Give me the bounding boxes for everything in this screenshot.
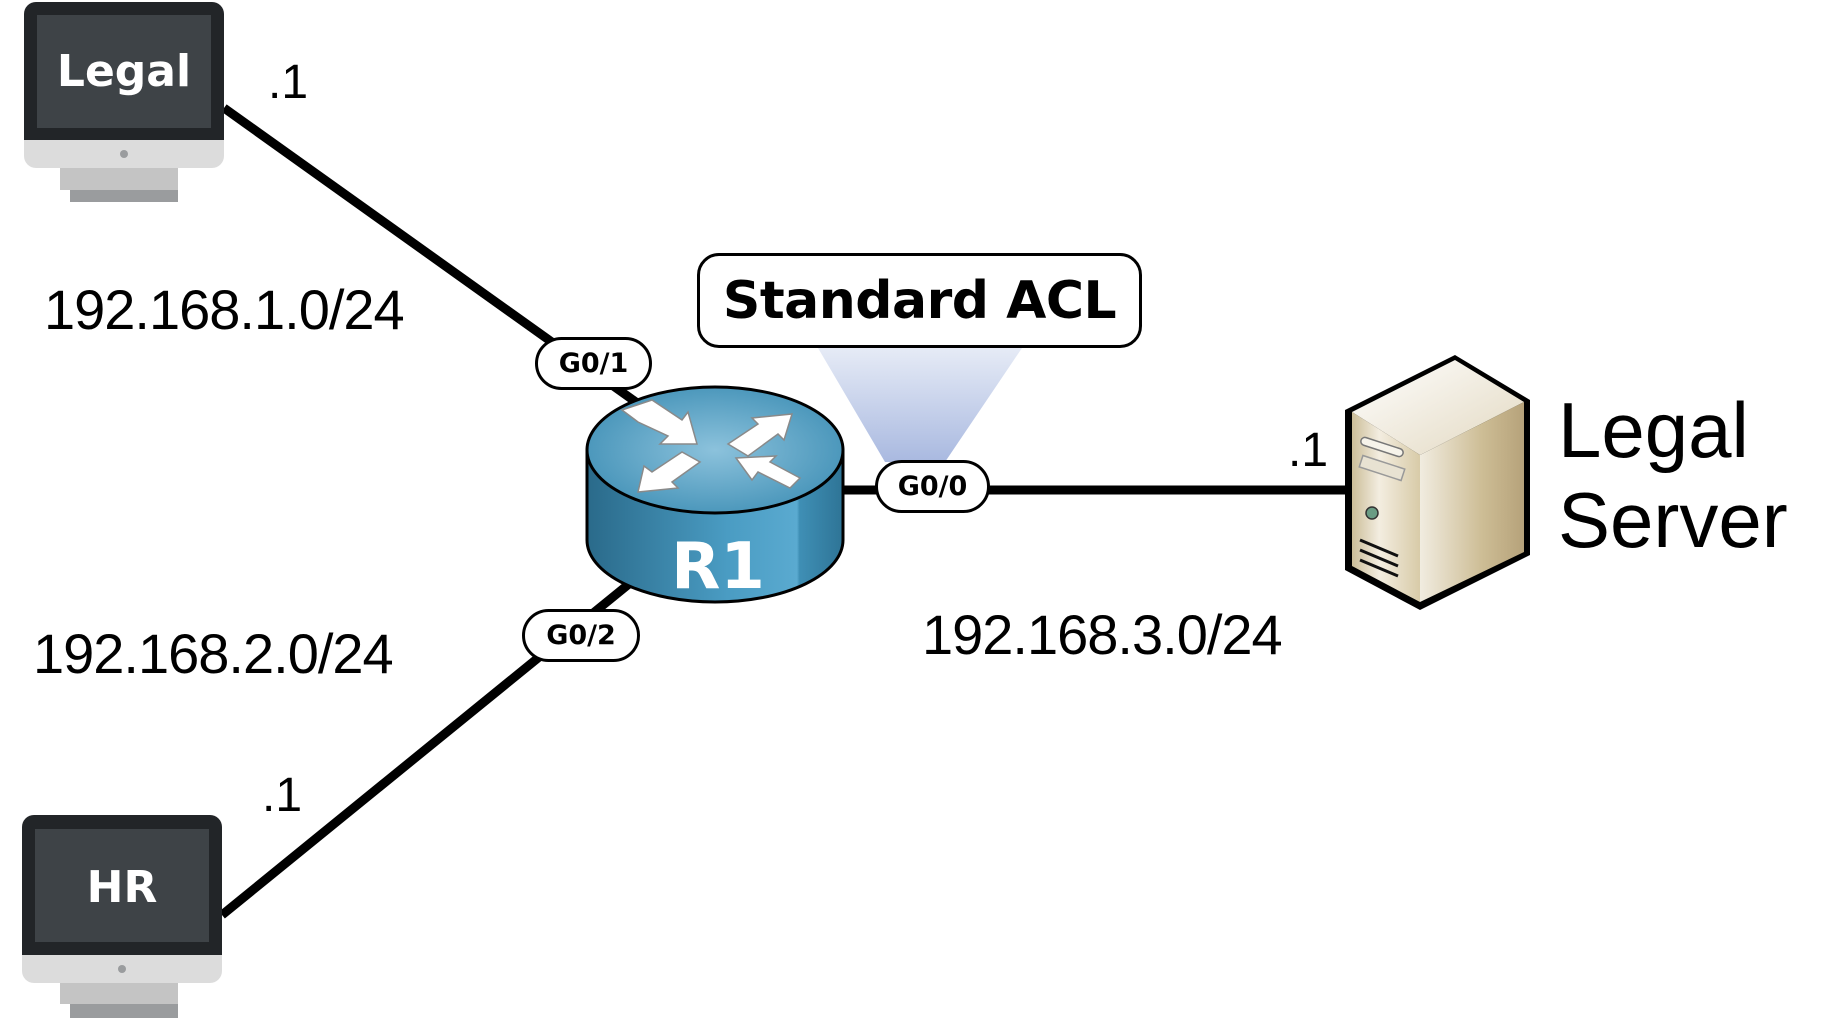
hr-host-ip: .1 bbox=[262, 769, 303, 822]
hr-pc-icon[interactable]: HR bbox=[22, 815, 222, 1018]
arrow-out-icon bbox=[637, 451, 702, 493]
legal-host-ip: .1 bbox=[268, 56, 309, 109]
acl-highlight-cone bbox=[818, 348, 1022, 462]
legal-pc-icon[interactable]: Legal bbox=[24, 2, 224, 202]
server-name: Legal Server bbox=[1558, 385, 1788, 565]
interface-badge-g0-2[interactable]: G0/2 bbox=[522, 609, 640, 662]
subnet-hr: 192.168.2.0/24 bbox=[33, 622, 394, 685]
legal-pc-label: Legal bbox=[57, 46, 191, 97]
server-host-ip: .1 bbox=[1288, 424, 1329, 477]
arrow-in-icon bbox=[620, 399, 698, 445]
subnet-server: 192.168.3.0/24 bbox=[922, 603, 1283, 666]
interface-badge-g0-1[interactable]: G0/1 bbox=[535, 337, 652, 390]
legal-server-icon[interactable] bbox=[1345, 355, 1530, 610]
arrow-out-icon bbox=[726, 413, 794, 457]
hr-pc-label: HR bbox=[87, 862, 158, 913]
router-r1-icon[interactable]: R1 bbox=[585, 385, 845, 604]
server-name-line2: Server bbox=[1558, 476, 1788, 564]
router-name: R1 bbox=[671, 530, 765, 604]
standard-acl-label: Standard ACL bbox=[697, 253, 1142, 348]
server-name-line1: Legal bbox=[1558, 386, 1749, 474]
subnet-legal: 192.168.1.0/24 bbox=[44, 278, 405, 341]
arrow-in-icon bbox=[734, 455, 802, 489]
interface-badge-g0-0[interactable]: G0/0 bbox=[875, 460, 990, 513]
